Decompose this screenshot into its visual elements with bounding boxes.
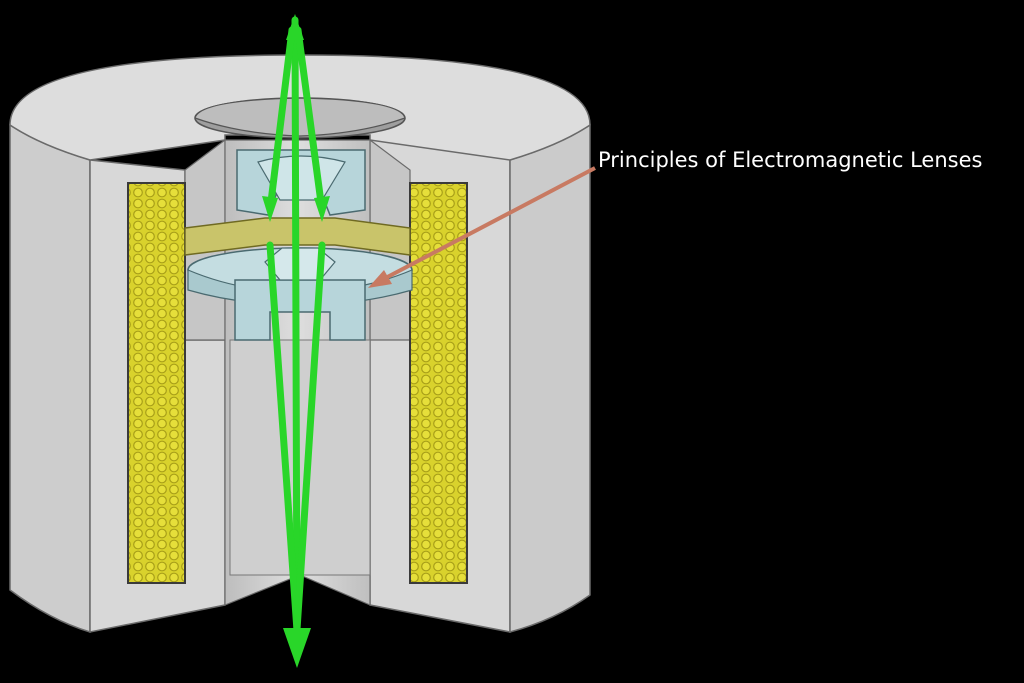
beam-ray-left-lower [266, 241, 302, 649]
top-aperture [194, 97, 406, 139]
beam-ray-left-upper [266, 26, 296, 214]
beam-arrow-left-mid [262, 196, 278, 222]
callout-pointer [368, 166, 596, 288]
electron-beam [266, 16, 326, 654]
beam-arrowheads [262, 14, 330, 668]
beam-arrow-bottom [283, 628, 311, 668]
beam-ray-right-upper [294, 26, 326, 214]
beam-ray-right-lower [292, 241, 326, 649]
beam-arrow-top [286, 14, 304, 40]
callout-label: Principles of Electromagnetic Lenses [598, 148, 983, 172]
coil-left [127, 182, 186, 584]
beam-axis [291, 16, 301, 654]
coil-right [409, 182, 468, 584]
lower-pole-piece [187, 247, 413, 341]
beam-arrow-right-mid [314, 196, 330, 222]
